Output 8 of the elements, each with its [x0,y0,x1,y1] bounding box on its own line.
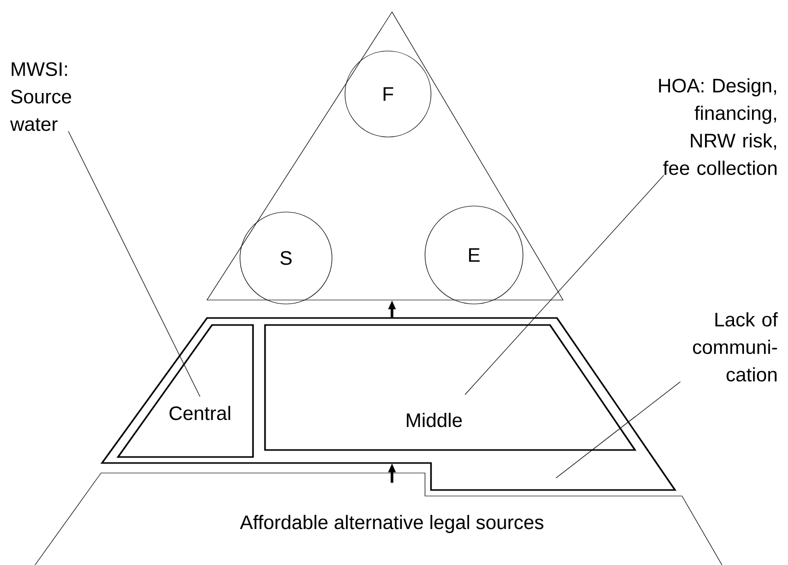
annotation-text: HOA: Design, financing, NRW risk, fee collection [659,78,776,176]
annotation-text: Lack of communi-cation [693,312,778,382]
leader-line [556,381,681,478]
annotation-text: MWSI: Source water [10,62,72,131]
leader-line [68,130,200,397]
base-band: Affordable alternative legal sources [34,472,722,565]
region-box: Middle [264,324,637,451]
leader-line [464,174,664,395]
